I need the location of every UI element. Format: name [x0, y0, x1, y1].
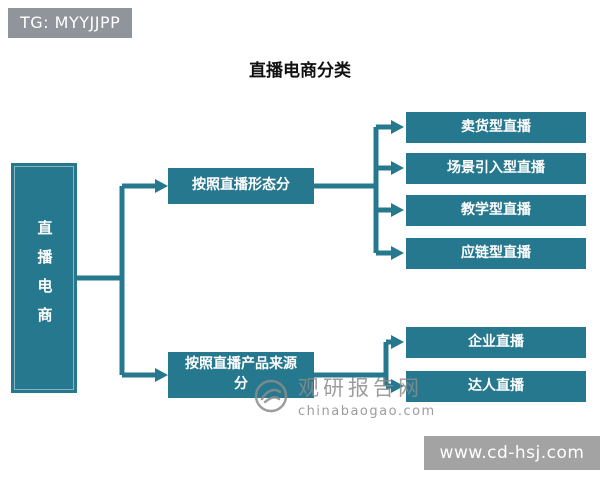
leaf-node-enterprise-live: 企业直播 [406, 327, 586, 358]
branch-node-form: 按照直播形态分 [168, 168, 314, 204]
branch-node-source: 按照直播产品来源分 [168, 352, 314, 398]
leaf-node-teaching-live: 教学型直播 [406, 195, 586, 226]
tg-watermark-label: TG: MYYJJPP [8, 8, 133, 38]
leaf-node-scene-live: 场景引入型直播 [406, 153, 586, 184]
leaf-node-influencer-live: 达人直播 [406, 371, 586, 402]
leaf-node-selling-live: 卖货型直播 [406, 112, 586, 143]
page-title: 直播电商分类 [249, 61, 351, 81]
root-node: 直播电商 [11, 163, 77, 393]
root-node-label: 直播电商 [35, 220, 54, 336]
footer-url-bar: www.cd-hsj.com [424, 436, 600, 470]
leaf-node-supplychain-live: 应链型直播 [406, 238, 586, 269]
